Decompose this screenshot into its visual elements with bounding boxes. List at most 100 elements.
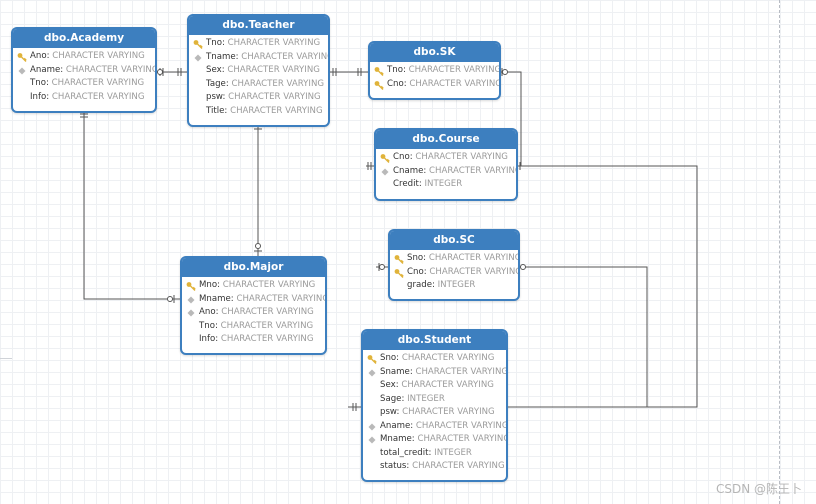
field-row[interactable]: Tage: CHARACTER VARYING	[206, 78, 325, 89]
field-type: CHARACTER VARYING	[401, 353, 495, 363]
field-row[interactable]: Sno: CHARACTER VARYING	[363, 352, 506, 366]
link-course-student-right	[504, 165, 698, 408]
field-row[interactable]: Info: CHARACTER VARYING	[199, 334, 314, 344]
field-row[interactable]: Credit: INTEGER	[393, 179, 463, 189]
field-type: INTEGER	[407, 393, 445, 404]
field-name: Sage	[380, 393, 402, 404]
field-type: CHARACTER VARYING	[402, 407, 495, 417]
field-row[interactable]: Cname: CHARACTER VARYING	[376, 165, 516, 179]
field-type: CHARACTER VARYING	[429, 266, 520, 277]
diamond-icon	[368, 423, 376, 430]
link-sc-student	[516, 266, 648, 407]
field-row[interactable]: Mname: CHARACTER VARYING	[363, 433, 506, 447]
entity-title: dbo.SK	[370, 43, 499, 62]
field-name: Tname	[206, 51, 236, 62]
field-name: Tage	[206, 78, 226, 89]
field-name: Cno	[407, 266, 424, 277]
field-name: Cno	[387, 78, 404, 89]
field-type: CHARACTER VARYING	[408, 65, 501, 75]
entity-title: dbo.Academy	[13, 29, 155, 48]
field-type: CHARACTER VARYING	[401, 380, 494, 390]
diamond-icon	[187, 296, 195, 303]
field-type: CHARACTER VARYING	[222, 280, 316, 290]
field-name: Aname	[30, 64, 61, 75]
field-type: CHARACTER VARYING	[227, 65, 320, 75]
entity-title: dbo.Course	[376, 130, 516, 149]
field-row[interactable]: Ano: CHARACTER VARYING	[182, 306, 325, 320]
field-name: Sno	[407, 253, 424, 263]
field-type: CHARACTER VARYING	[52, 51, 145, 61]
field-row[interactable]: Tno: CHARACTER VARYING	[199, 320, 314, 331]
field-name: grade	[407, 280, 432, 290]
field-row[interactable]: grade: INTEGER	[407, 280, 476, 290]
key-icon	[193, 40, 203, 49]
field-row[interactable]: Cno: CHARACTER VARYING	[390, 266, 518, 280]
key-icon	[374, 67, 384, 76]
field-row[interactable]: Aname: CHARACTER VARYING	[363, 420, 506, 434]
field-type: CHARACTER VARYING	[220, 320, 314, 331]
field-name: Tno	[30, 78, 46, 88]
field-type: CHARACTER VARYING	[221, 307, 314, 317]
field-type: CHARACTER VARYING	[230, 105, 323, 116]
field-name: Mname	[380, 434, 412, 444]
field-row[interactable]: total_credit: INTEGER	[380, 447, 472, 458]
entity-title: dbo.Teacher	[189, 16, 328, 35]
entity-title: dbo.Major	[182, 258, 325, 277]
link-academy-major	[83, 110, 180, 300]
key-icon	[186, 282, 196, 291]
field-row[interactable]: Sage: INTEGER	[380, 393, 445, 404]
field-type: CHARACTER VARYING	[429, 165, 518, 176]
field-name: Cname	[393, 165, 424, 176]
field-row[interactable]: Tno: CHARACTER VARYING	[30, 78, 145, 88]
diamond-icon	[368, 436, 376, 444]
field-name: Sex	[380, 380, 396, 390]
field-name: Mname	[199, 293, 231, 304]
field-row[interactable]: Title: CHARACTER VARYING	[206, 105, 323, 116]
field-row[interactable]: Mno: CHARACTER VARYING	[182, 279, 325, 293]
field-row[interactable]: Tno: CHARACTER VARYING	[370, 64, 499, 78]
field-type: CHARACTER VARYING	[51, 91, 145, 102]
field-name: Tno	[206, 38, 222, 48]
field-row[interactable]: Cno: CHARACTER VARYING	[376, 151, 516, 165]
field-row[interactable]: psw: CHARACTER VARYING	[380, 407, 495, 417]
field-type: INTEGER	[437, 280, 476, 290]
field-name: Ano	[30, 51, 47, 61]
field-type: CHARACTER VARYING	[241, 51, 330, 62]
field-type: INTEGER	[434, 447, 472, 458]
field-row[interactable]: Mname: CHARACTER VARYING	[182, 293, 325, 307]
field-row[interactable]: status: CHARACTER VARYING	[380, 461, 505, 471]
field-row[interactable]: Aname: CHARACTER VARYING	[13, 64, 155, 78]
field-name: total_credit	[380, 447, 429, 458]
field-type: CHARACTER VARYING	[51, 78, 145, 88]
field-type: CHARACTER VARYING	[415, 152, 508, 162]
field-name: Sex	[206, 65, 222, 75]
field-name: Tno	[199, 320, 215, 331]
field-row[interactable]: Sname: CHARACTER VARYING	[363, 366, 506, 380]
field-name: Mno	[199, 280, 218, 290]
diamond-icon	[187, 309, 195, 317]
key-icon	[380, 154, 390, 163]
field-row[interactable]: Cno: CHARACTER VARYING	[370, 78, 499, 92]
field-row[interactable]: Sex: CHARACTER VARYING	[206, 65, 320, 75]
field-type: CHARACTER VARYING	[65, 64, 157, 75]
field-row[interactable]: Ano: CHARACTER VARYING	[13, 50, 155, 64]
key-icon	[367, 355, 377, 364]
field-row[interactable]: psw: CHARACTER VARYING	[206, 92, 321, 102]
field-row[interactable]: Tname: CHARACTER VARYING	[189, 51, 328, 65]
field-name: status	[380, 461, 407, 471]
field-row[interactable]: Sex: CHARACTER VARYING	[380, 380, 494, 390]
field-name: Sname	[380, 366, 410, 377]
field-row[interactable]: Sno: CHARACTER VARYING	[390, 252, 518, 266]
field-row[interactable]: Info: CHARACTER VARYING	[30, 91, 145, 102]
field-row[interactable]: Tno: CHARACTER VARYING	[189, 37, 328, 51]
field-name: psw	[206, 92, 223, 102]
field-name: Title	[206, 105, 225, 116]
